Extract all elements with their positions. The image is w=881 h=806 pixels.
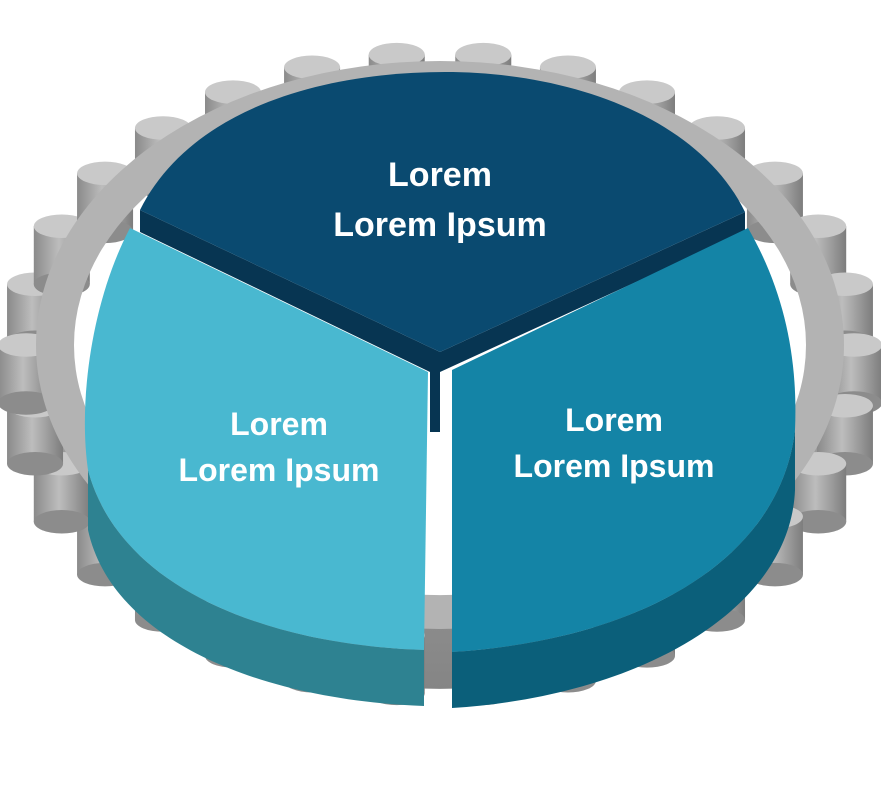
segment-left-side [88,470,424,706]
segment-left-line1: Lorem [230,406,328,442]
segment-right-line2: Lorem Ipsum [514,448,715,484]
segment-right-line1: Lorem [565,402,663,438]
segment-left-face [84,228,428,650]
segment-right-side [452,430,795,708]
segment-right-face [452,228,796,652]
segment-left: Lorem Lorem Ipsum [84,228,428,706]
segment-top: Lorem Lorem Ipsum [140,72,745,432]
segment-right: Lorem Lorem Ipsum [452,228,796,708]
segment-top-line1: Lorem [388,156,492,194]
segment-top-line2: Lorem Ipsum [333,206,546,244]
segment-left-line2: Lorem Ipsum [179,452,380,488]
segment-top-face [140,72,745,352]
